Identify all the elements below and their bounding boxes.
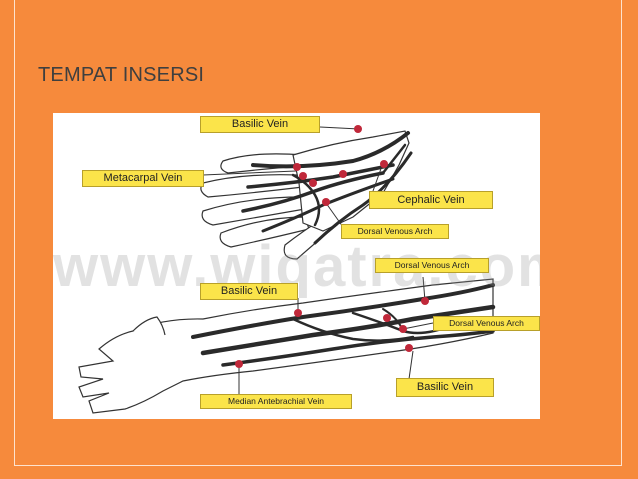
forearm-vein-connect-1	[291, 317, 415, 342]
insertion-point	[235, 360, 243, 368]
insertion-point	[354, 125, 362, 133]
hand-veins	[241, 131, 413, 245]
insertion-point	[293, 163, 301, 171]
leader-dorsal-3	[402, 322, 434, 330]
thumb-forearm	[132, 316, 166, 336]
hand-vein-arch	[291, 173, 321, 227]
forearm-vein-median	[200, 304, 496, 356]
label-metacarpal-vein: Metacarpal Vein	[82, 170, 204, 187]
label-median-antebrachial-vein: Median Antebrachial Vein	[200, 394, 352, 409]
label-cephalic-vein: Cephalic Vein	[369, 191, 493, 209]
insertion-point	[294, 309, 302, 317]
label-dorsal-venous-arch-3: Dorsal Venous Arch	[433, 316, 540, 331]
insertion-point	[339, 170, 347, 178]
insertion-point	[399, 325, 407, 333]
leader-dorsal-1	[325, 202, 344, 228]
hand-vein-cephalic	[313, 151, 413, 245]
hand-vein-basilic	[251, 131, 410, 169]
leader-basilic-bottom	[408, 350, 414, 380]
finger-4	[219, 216, 310, 248]
label-basilic-vein-bottom: Basilic Vein	[396, 378, 494, 397]
forearm-vein-cephalic	[221, 329, 495, 367]
insertion-points-bottom	[235, 297, 429, 368]
hand-vein-3	[261, 177, 395, 233]
leader-metacarpal	[202, 170, 297, 176]
insertion-point	[322, 198, 330, 206]
slide-frame	[14, 0, 622, 466]
label-basilic-vein-mid: Basilic Vein	[200, 283, 298, 300]
leader-lines-top	[202, 126, 384, 228]
insertion-point	[380, 160, 388, 168]
leader-dorsal-2	[422, 276, 426, 302]
insertion-point	[309, 179, 317, 187]
label-dorsal-venous-arch-2: Dorsal Venous Arch	[375, 258, 489, 273]
hand-vein-1	[246, 163, 395, 189]
hand-vein-2	[241, 171, 385, 213]
vein-insertion-diagram: www.wiqatra.com Basilic Vein Metacarpal …	[53, 113, 540, 419]
forearm-vein-basilic	[191, 283, 495, 339]
label-basilic-vein-top: Basilic Vein	[200, 116, 320, 133]
insertion-point	[405, 344, 413, 352]
slide-title: TEMPAT INSERSI	[38, 64, 205, 86]
insertion-point	[299, 172, 307, 180]
leader-cephalic	[372, 162, 384, 192]
insertion-point	[383, 314, 391, 322]
label-dorsal-venous-arch-1: Dorsal Venous Arch	[341, 224, 449, 239]
hand-vein-4	[381, 143, 407, 175]
leader-basilic-top	[319, 126, 360, 130]
insertion-point	[421, 297, 429, 305]
insertion-points-top	[293, 125, 388, 206]
vein-illustration	[78, 125, 496, 414]
